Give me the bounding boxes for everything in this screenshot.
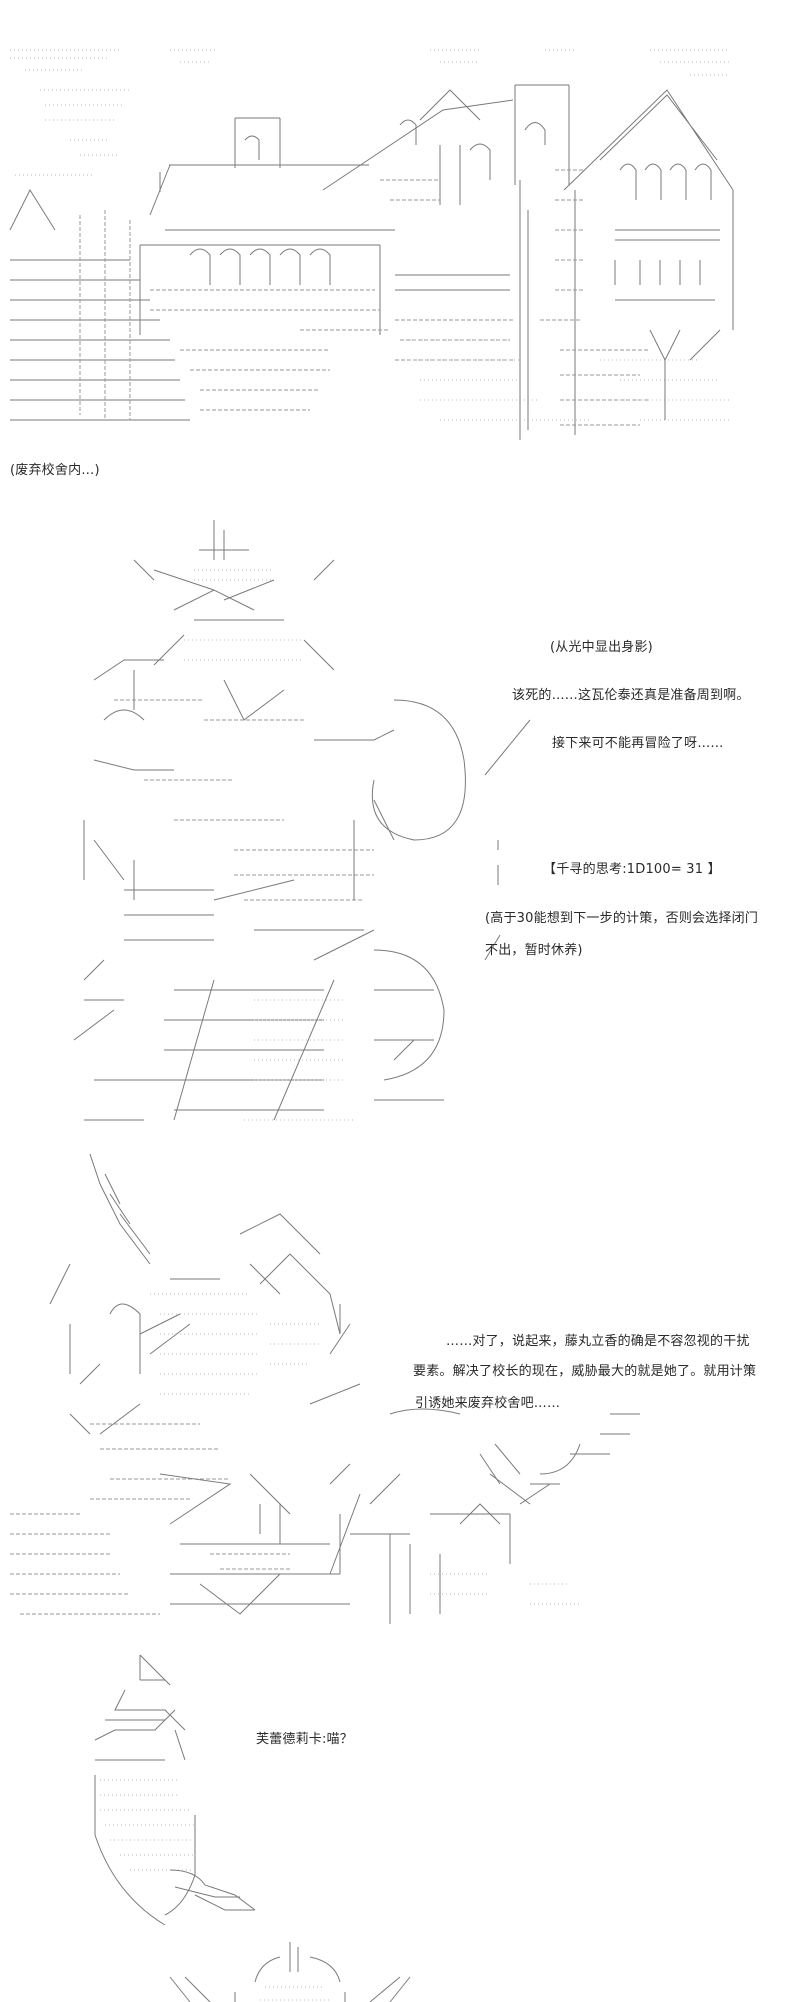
- chihiro-thinking-art: [10, 1153, 640, 1624]
- scene-caption: (废弃校舍内…): [10, 463, 100, 478]
- school-building-art: [9, 49, 734, 440]
- frederica-dialogue: 芙蕾德莉卡:喵？: [256, 1732, 353, 1747]
- speech-divider-lines: [484, 719, 531, 961]
- thought-line-1: ……对了，说起来，藤丸立香的确是不容忽视的干扰: [446, 1334, 750, 1349]
- note-line-1: (高于30能想到下一步的计策，否则会选择闭门: [485, 911, 759, 926]
- thought-line-2: 要素。解决了校长的现在，威胁最大的就是她了。就用计策: [413, 1364, 757, 1379]
- note-line-2: 不出，暂时休养): [485, 943, 583, 958]
- appear-caption: (从光中显出身影): [550, 640, 653, 655]
- dialogue-line-2: 接下来可不能再冒险了呀……: [552, 736, 724, 751]
- thought-line-3: 引诱她来废弃校舍吧……: [415, 1396, 561, 1411]
- dice-roll-result: 【千寻的思考:1D100= 31 】: [543, 862, 721, 877]
- next-panel-art: [169, 1942, 411, 2002]
- frederica-art: [94, 1654, 256, 1926]
- dialogue-line-1: 该死的……这瓦伦泰还真是准备周到啊。: [512, 688, 750, 703]
- chihiro-art: [73, 520, 466, 1121]
